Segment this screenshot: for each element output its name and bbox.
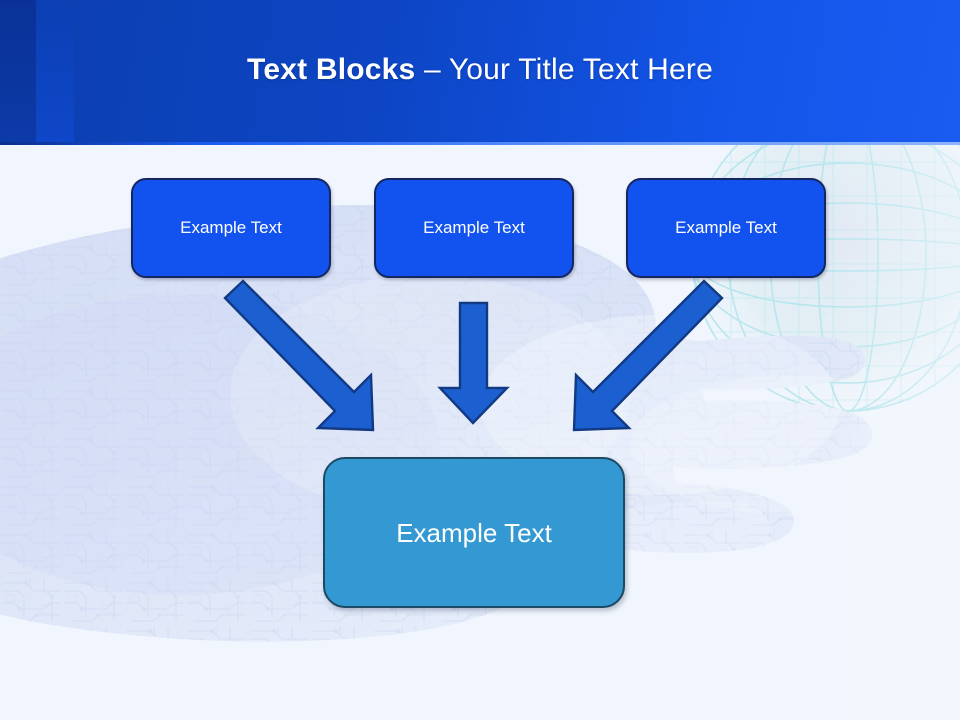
text-block-summary[interactable]: Example Text <box>323 457 625 608</box>
arrow-right-diagonal <box>572 279 724 432</box>
text-block-3-label: Example Text <box>675 218 777 237</box>
header-stripe-dark <box>0 0 36 145</box>
slide-header-band: Text Blocks – Your Title Text Here <box>0 0 960 145</box>
arrow-middle-vertical <box>437 301 510 425</box>
text-block-3[interactable]: Example Text <box>626 178 826 278</box>
page-title-rest: – Your Title Text Here <box>415 53 713 86</box>
text-block-2[interactable]: Example Text <box>374 178 574 278</box>
arrow-left-diagonal <box>223 279 375 432</box>
text-block-1[interactable]: Example Text <box>131 178 331 278</box>
text-block-1-label: Example Text <box>180 218 282 237</box>
header-underline <box>0 142 960 145</box>
page-title: Text Blocks – Your Title Text Here <box>0 52 960 88</box>
text-block-2-label: Example Text <box>423 218 525 237</box>
header-stripe-mid <box>36 0 74 145</box>
text-block-summary-label: Example Text <box>396 517 552 548</box>
page-title-bold: Text Blocks <box>247 53 416 86</box>
